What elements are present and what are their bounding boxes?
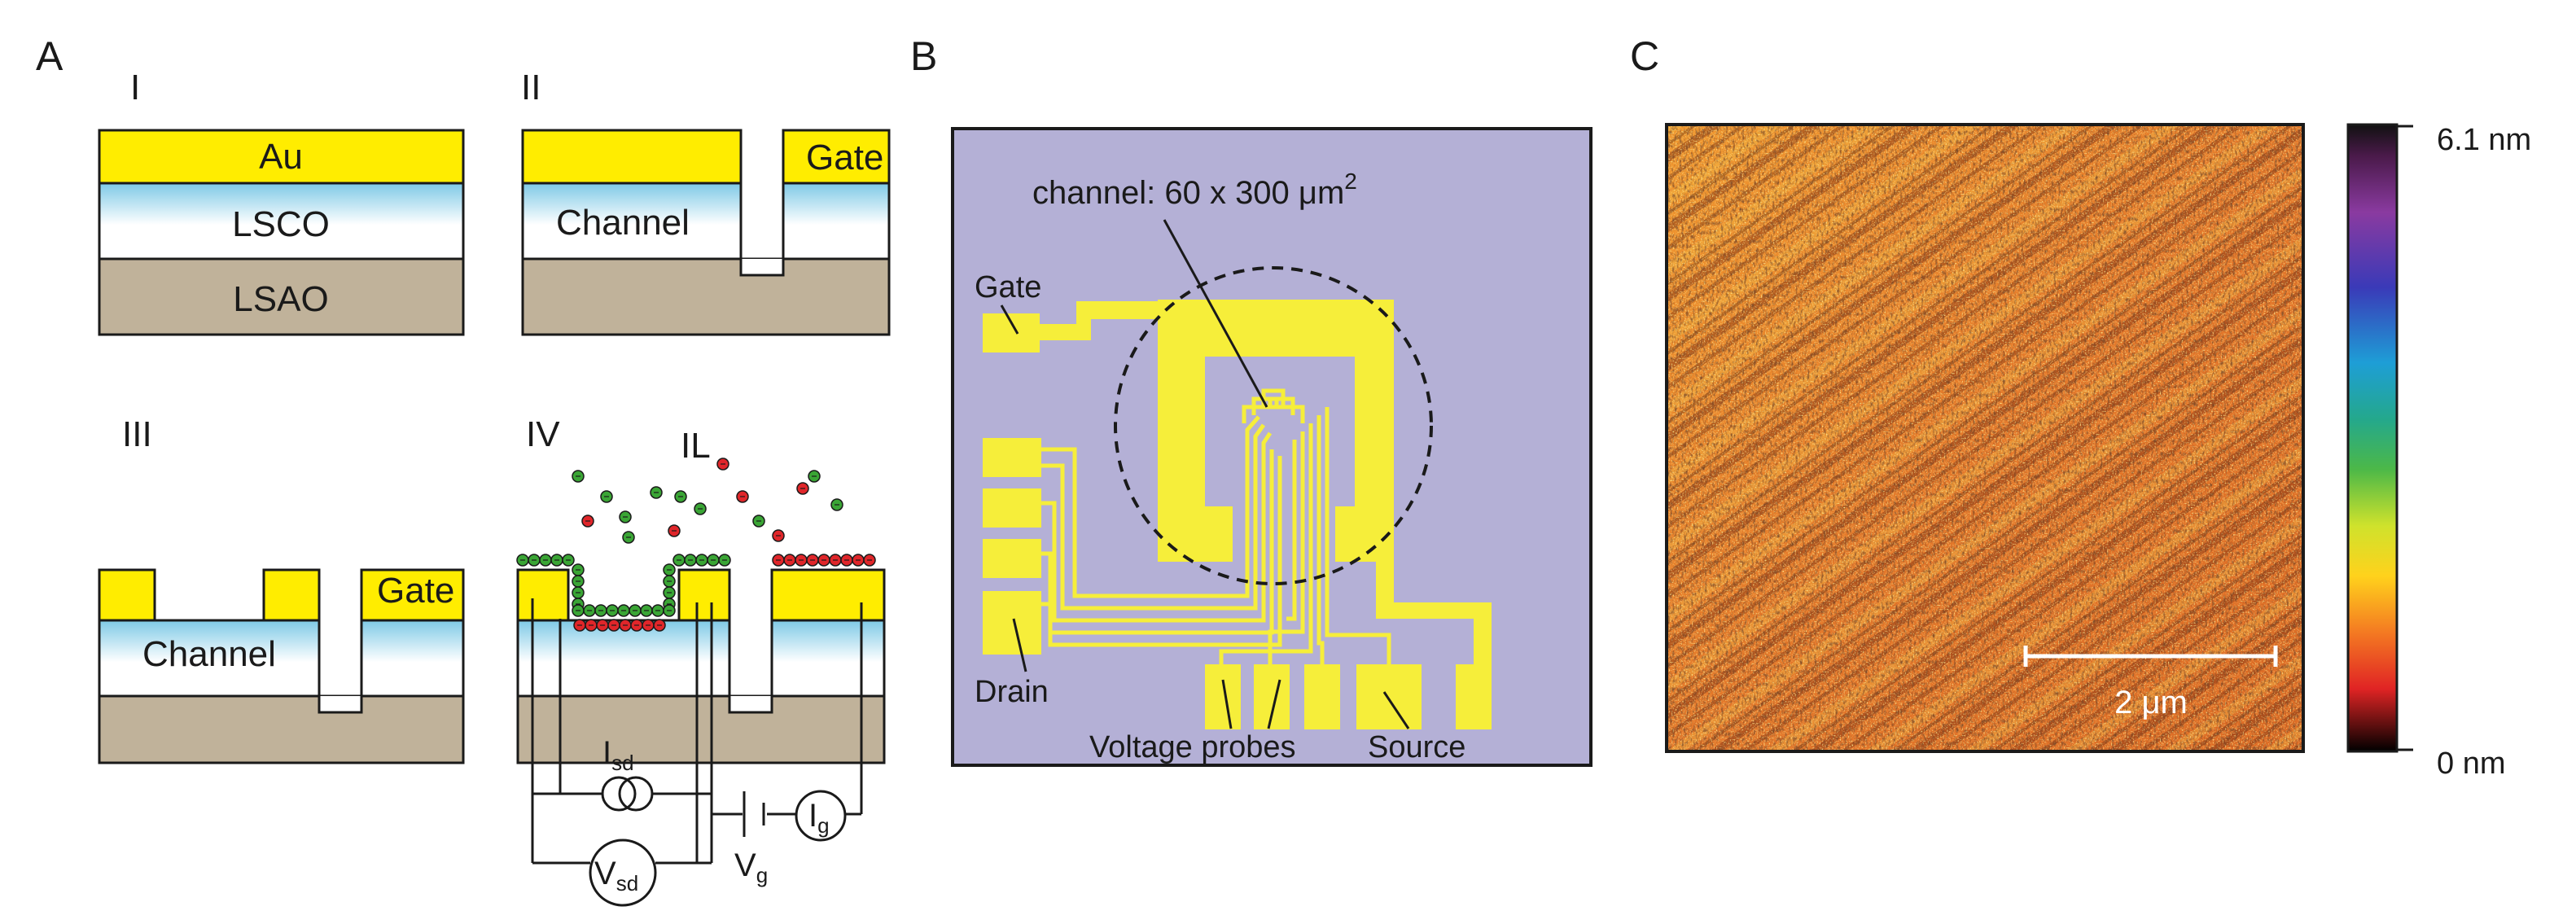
step-iv-label: IV [526, 414, 560, 454]
lsco-layer [521, 182, 743, 261]
drain-pad-label: Drain [975, 675, 1049, 709]
trench [729, 696, 772, 712]
step-ii-stack: II Channel Gate [521, 68, 891, 336]
step-iii-stack: III Channel Gate [98, 414, 465, 764]
step-iv-stack: IV IL [516, 414, 886, 764]
probe-pointer [1267, 679, 1281, 729]
voltmeter-sd-symbol [589, 839, 657, 907]
il-label: IL [681, 426, 711, 466]
trench [319, 696, 361, 712]
channel-region-circle [1114, 266, 1433, 585]
step-i-stack: I Au LSCO LSAO [98, 68, 465, 336]
i-sd-label: Isd [602, 735, 634, 775]
au-contact [262, 568, 321, 622]
trench-outline [318, 696, 363, 714]
au-layer [770, 568, 886, 622]
step-ii-label: II [521, 68, 541, 107]
au-layer [521, 129, 743, 185]
channel-label: Channel [142, 634, 276, 674]
source-pad-label: Source [1368, 730, 1465, 764]
gate-pad-label: Gate [975, 270, 1041, 304]
channel-pointer [1163, 219, 1268, 408]
colorbar [2346, 123, 2399, 753]
circuit-diagram [531, 598, 863, 907]
au-contact [677, 568, 731, 622]
source-pad [1356, 664, 1422, 729]
trench [741, 259, 783, 275]
au-label: Au [259, 137, 303, 177]
colorbar-min-label: 0 nm [2437, 747, 2505, 781]
drain-pointer [1012, 618, 1027, 672]
ionic-liquid-ions [516, 458, 876, 632]
afm-image-frame [1665, 123, 2305, 753]
gate-pointer [1000, 304, 1019, 335]
v-sd-label: Vsd [594, 856, 638, 896]
panel-c-letter: C [1630, 33, 1659, 79]
panel-b-letter: B [910, 33, 937, 79]
panel-a-letter: A [36, 33, 64, 79]
au-layer [98, 129, 465, 185]
substrate [521, 257, 891, 336]
substrate [516, 694, 886, 764]
au-layer [782, 129, 891, 185]
gate-electrode [1158, 300, 1394, 562]
au-contact [516, 568, 570, 622]
voltage-probe-pad [1205, 664, 1241, 729]
lsco-layer [360, 619, 465, 698]
step-iii-label: III [122, 414, 152, 454]
colorbar-max-label: 6.1 nm [2437, 123, 2531, 157]
au-layer [360, 568, 465, 622]
scale-bar-label: 2 μm [2114, 685, 2188, 720]
lsco-label: LSCO [232, 204, 330, 244]
drain-pad [983, 438, 1041, 477]
lsco-layer [98, 182, 465, 261]
gate-pad [983, 313, 1040, 353]
drain-pad [983, 591, 1041, 655]
step-i-label: I [130, 68, 140, 107]
i-g-label: Ig [808, 798, 830, 838]
current-source-ring [618, 776, 654, 812]
gate-label: Gate [806, 138, 883, 177]
lsco-layer [516, 619, 731, 698]
lsao-label: LSAO [233, 279, 328, 319]
gate-label: Gate [377, 571, 454, 611]
channel-dimension-label: channel: 60 x 300 μm2 [1032, 169, 1357, 211]
trench-outline [739, 259, 785, 277]
au-contact [98, 568, 156, 622]
lsco-layer [770, 619, 886, 698]
source-pointer [1382, 691, 1410, 729]
gate-side-lead [1376, 562, 1492, 664]
probe-pointer [1221, 679, 1233, 729]
device-traces [1041, 388, 1391, 664]
trench-outline [728, 696, 773, 714]
voltage-probes-label: Voltage probes [1089, 730, 1296, 764]
afm-image [1667, 125, 2303, 751]
v-g-label: Vg [734, 847, 768, 887]
voltage-probe-pad [1304, 664, 1340, 729]
substrate [98, 694, 465, 764]
gate-lead [1040, 301, 1158, 340]
current-source-ring [601, 776, 637, 812]
lsco-layer [98, 619, 321, 698]
drain-pad [983, 488, 1041, 528]
scale-bar [2023, 646, 2278, 667]
lsao-layer [98, 257, 465, 336]
gate-contact-pad [1456, 664, 1492, 729]
drain-pad [983, 539, 1041, 578]
channel-label: Channel [556, 203, 690, 243]
ammeter-g-symbol [795, 790, 847, 842]
lsco-layer [782, 182, 891, 261]
